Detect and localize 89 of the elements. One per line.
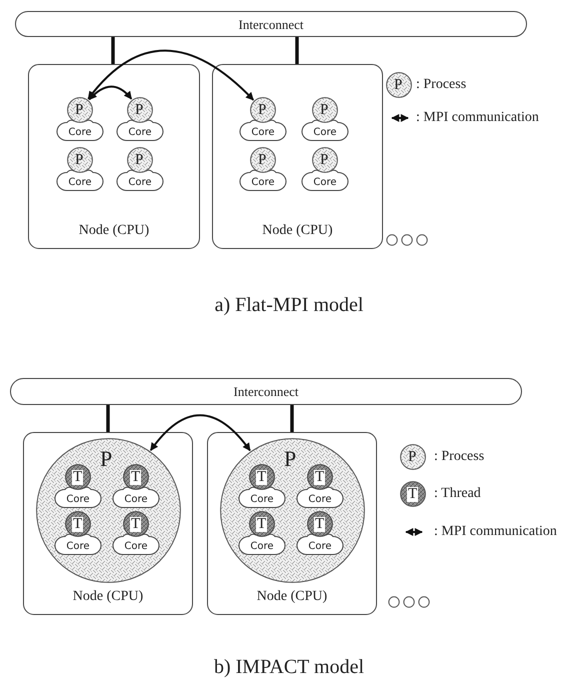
arrow: [150, 414, 251, 452]
process-letter: P: [135, 153, 144, 168]
thread-circle: [307, 464, 333, 490]
thread-circle: [123, 511, 149, 537]
arrow: [88, 50, 254, 101]
core-label: Core: [127, 178, 153, 188]
node-label: Node (CPU): [256, 590, 328, 604]
process-letter: P: [320, 103, 328, 118]
thread-circle: [249, 464, 275, 490]
process-letter: P: [258, 153, 266, 168]
core-label: Core: [67, 128, 93, 138]
connector-bar: [106, 405, 110, 432]
core-cloud: [302, 117, 348, 141]
process-circle: [67, 147, 93, 173]
process-letter: P: [320, 153, 328, 168]
figure-caption: a) Flat-MPI model: [214, 295, 364, 315]
connector-bar: [290, 405, 294, 432]
core-cloud: [57, 167, 103, 191]
core-label: Core: [249, 542, 275, 552]
process-circle: [250, 97, 276, 123]
thread-letter: T: [314, 517, 326, 532]
cpu-node-box: [28, 64, 200, 249]
legend-label: : Thread: [434, 487, 481, 501]
connector-bar: [111, 37, 115, 64]
thread-letter: T: [72, 470, 84, 485]
cpu-node-box: [212, 64, 383, 249]
thread-letter: T: [256, 470, 268, 485]
thread-letter: T: [130, 470, 142, 485]
process-letter: P: [284, 448, 296, 470]
thread-circle: [123, 464, 149, 490]
legend-label: : MPI communication: [434, 525, 557, 539]
legend-label: : Process: [434, 450, 484, 464]
legend-label: : MPI communication: [416, 111, 539, 125]
core-label: Core: [250, 128, 276, 138]
process-circle: [312, 147, 338, 173]
thread-circle: [65, 511, 91, 537]
thread-letter: T: [407, 487, 418, 502]
process-circle: [312, 97, 338, 123]
process-letter: P: [75, 103, 84, 118]
core-label: Core: [312, 178, 338, 188]
process-letter: P: [394, 78, 402, 93]
thread-letter: T: [256, 517, 268, 532]
core-cloud: [117, 167, 163, 191]
core-cloud: [240, 117, 286, 141]
core-label: Core: [65, 495, 91, 505]
connector-bar: [295, 37, 299, 64]
process-letter: P: [135, 103, 144, 118]
legend-label: : Process: [416, 78, 466, 92]
interconnect-label: Interconnect: [238, 18, 304, 31]
process-circle: [127, 147, 153, 173]
process-letter: P: [258, 103, 266, 118]
node-label: Node (CPU): [72, 590, 144, 604]
cpu-node-box: [23, 432, 193, 615]
process-circle: [36, 438, 181, 583]
thread-letter: T: [72, 517, 84, 532]
interconnect-bar: [15, 11, 527, 37]
core-label: Core: [312, 128, 338, 138]
core-label: Core: [249, 495, 275, 505]
process-circle: [127, 97, 153, 123]
core-label: Core: [67, 178, 93, 188]
arrow: [88, 86, 132, 100]
thread-circle: [307, 511, 333, 537]
core-cloud: [117, 117, 163, 141]
thread-letter: T: [314, 470, 326, 485]
process-letter: P: [408, 450, 416, 465]
node-label: Node (CPU): [261, 224, 334, 238]
thread-letter: T: [130, 517, 142, 532]
core-cloud: [302, 167, 348, 191]
core-label: Core: [307, 495, 333, 505]
interconnect-label: Interconnect: [232, 385, 300, 398]
process-circle: [67, 97, 93, 123]
process-circle: [250, 147, 276, 173]
core-label: Core: [250, 178, 276, 188]
thread-circle: [249, 511, 275, 537]
process-letter: P: [75, 153, 84, 168]
cpu-node-box: [207, 432, 377, 615]
core-cloud: [240, 167, 286, 191]
interconnect-bar: [10, 378, 522, 405]
core-label: Core: [123, 495, 149, 505]
core-label: Core: [123, 542, 149, 552]
core-label: Core: [307, 542, 333, 552]
figure-caption: b) IMPACT model: [214, 657, 364, 677]
process-letter: P: [100, 448, 112, 470]
core-label: Core: [65, 542, 91, 552]
node-label: Node (CPU): [78, 224, 150, 238]
core-cloud: [57, 117, 103, 141]
process-circle: [220, 438, 365, 583]
core-label: Core: [127, 128, 153, 138]
thread-circle: [65, 464, 91, 490]
